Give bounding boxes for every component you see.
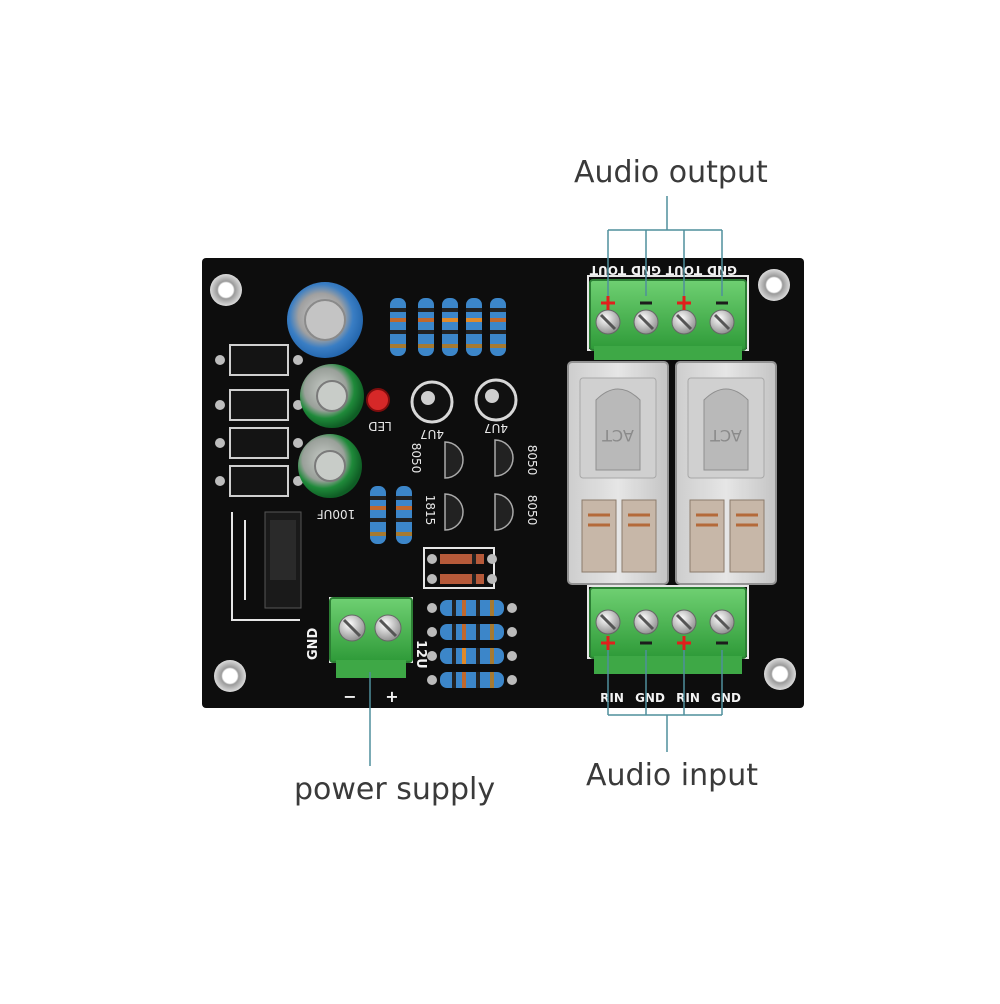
bottom-header-labels: RIN GND RIN GND	[600, 691, 741, 705]
transistor-label-2: 8050	[525, 445, 539, 476]
horizontal-resistors	[427, 600, 517, 688]
header-gnd-3: GND	[635, 691, 665, 705]
transistor-label-4: 1815	[423, 495, 437, 526]
power-terminal-block	[329, 597, 413, 678]
smd-chips	[215, 344, 303, 497]
transistor-label-3: 8050	[525, 495, 539, 526]
power-plus: +	[385, 687, 398, 706]
header-rin-2: RIN	[676, 691, 700, 705]
transistor-label-1: 8050	[409, 443, 423, 474]
relay-brand-2: ACT	[710, 426, 742, 445]
annotation-leaders	[369, 196, 723, 766]
mounting-holes	[210, 269, 796, 692]
transistors	[444, 439, 514, 531]
green-capacitors	[298, 364, 364, 498]
power-minus: −	[343, 687, 356, 706]
header-gnd-4: GND	[711, 691, 741, 705]
diodes	[427, 554, 497, 584]
power-gnd-label: GND	[306, 627, 321, 660]
audio-input-label: Audio input	[586, 758, 758, 793]
power-voltage-label: 12U	[413, 640, 428, 669]
audio-output-label: Audio output	[574, 155, 768, 190]
voltage-regulator	[264, 511, 302, 609]
led-label: LED	[368, 419, 392, 433]
led	[366, 388, 390, 412]
power-supply-label: power supply	[294, 772, 496, 807]
cap-label-2: 4U7	[484, 421, 508, 435]
silkscreen-outlines	[231, 275, 749, 663]
vertical-resistors	[370, 298, 506, 544]
relays	[567, 361, 777, 585]
input-terminal-block	[589, 587, 747, 674]
small-capacitors	[410, 378, 518, 424]
cap-label-3: 100UF	[317, 507, 356, 521]
blue-capacitor	[287, 282, 363, 358]
relay-brand-1: ACT	[602, 426, 634, 445]
output-terminal-block	[589, 279, 747, 360]
header-rin-1: RIN	[600, 691, 624, 705]
cap-label-1: 4U7	[420, 427, 444, 441]
